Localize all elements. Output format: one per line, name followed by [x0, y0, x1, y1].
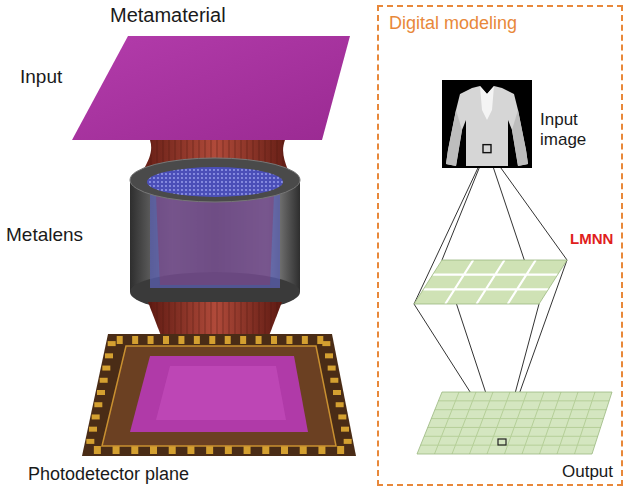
chip-pin	[131, 446, 138, 454]
grid-border	[417, 392, 612, 454]
lens-top-ring	[130, 158, 300, 202]
grid-border	[414, 260, 567, 304]
chip-pin	[333, 390, 341, 395]
part-label: Metamaterial	[110, 4, 226, 27]
chip-pin	[262, 446, 269, 454]
chip-pin	[178, 336, 184, 344]
chip-pin	[187, 446, 194, 454]
chip-pin	[209, 336, 215, 344]
chip-pin	[330, 378, 338, 383]
input-image: Input image	[442, 80, 532, 168]
chip-pin	[97, 390, 105, 395]
chip-pins	[86, 336, 351, 454]
chip-pin	[89, 427, 97, 432]
chip-pin	[256, 336, 262, 344]
lmnn-grid: LMNN	[414, 260, 567, 304]
image-label: Input image	[540, 110, 602, 149]
chip-pin	[271, 336, 277, 344]
lmnn-grid-shape	[414, 260, 567, 304]
chip-pin	[100, 378, 108, 383]
chip-pin	[325, 353, 333, 358]
chip-pin	[225, 336, 231, 344]
input-plane	[72, 36, 350, 140]
dashed-panel: Digital modelingInput imageLMNN Output	[377, 5, 623, 486]
chip-pin	[150, 446, 157, 454]
chip-pin	[240, 336, 246, 344]
output-plane: Output	[417, 392, 612, 454]
part-label: Photodetector plane	[28, 464, 189, 485]
shirt-sleeve	[446, 110, 462, 166]
chip-pin	[94, 402, 102, 407]
chip-pin	[206, 446, 213, 454]
chip-pin	[322, 341, 330, 346]
grid-plane	[417, 392, 612, 454]
chip-pin	[328, 366, 336, 371]
chip-inner	[102, 346, 336, 446]
photodetector	[130, 356, 308, 432]
chip-pin	[194, 336, 200, 344]
grid-plane	[414, 260, 567, 304]
shirt-sleeve	[512, 110, 528, 166]
chip-pin	[286, 336, 292, 344]
shirt-collar	[480, 86, 494, 120]
panel-title: Digital modeling	[389, 13, 517, 34]
chip-pin	[337, 446, 344, 454]
chip-pin	[300, 446, 307, 454]
output-pixel	[498, 439, 506, 445]
chip-pin	[86, 439, 94, 444]
chip-pin	[108, 341, 116, 346]
photodetector-inner	[156, 366, 286, 420]
receptive-field	[483, 145, 491, 153]
chip-pin	[163, 336, 169, 344]
lens-inner	[150, 188, 280, 288]
chip-pin	[344, 439, 352, 444]
part-label: Metalens	[6, 224, 83, 246]
part-label: Input	[20, 66, 62, 88]
chip-pin	[302, 336, 308, 344]
chip-pin	[92, 414, 100, 419]
chip-pin	[169, 446, 176, 454]
chip-pin	[244, 446, 251, 454]
projection-lines	[414, 149, 567, 304]
input-image-shape	[442, 80, 532, 168]
chip-pin	[94, 446, 101, 454]
chip-pin	[336, 402, 344, 407]
chip-pin	[105, 353, 113, 358]
network-label: LMNN	[570, 230, 613, 247]
chip-pin	[113, 446, 120, 454]
chip-package	[82, 334, 356, 456]
chip-pin	[318, 446, 325, 454]
grid-lines	[423, 260, 557, 304]
chip-pin	[338, 414, 346, 419]
output-plane-shape	[417, 392, 612, 454]
chip-pin	[132, 336, 138, 344]
chip-pin	[281, 446, 288, 454]
chip-pin	[102, 366, 110, 371]
grid-lines	[421, 392, 610, 454]
chip-pin	[341, 427, 349, 432]
image-background	[442, 80, 532, 168]
shirt	[446, 86, 528, 166]
lens-inner-beam	[156, 195, 274, 285]
metasurface	[147, 167, 283, 197]
output-label: Output	[562, 462, 613, 482]
chip-pin	[117, 336, 123, 344]
chip-pin	[148, 336, 154, 344]
chip-pin	[225, 446, 232, 454]
